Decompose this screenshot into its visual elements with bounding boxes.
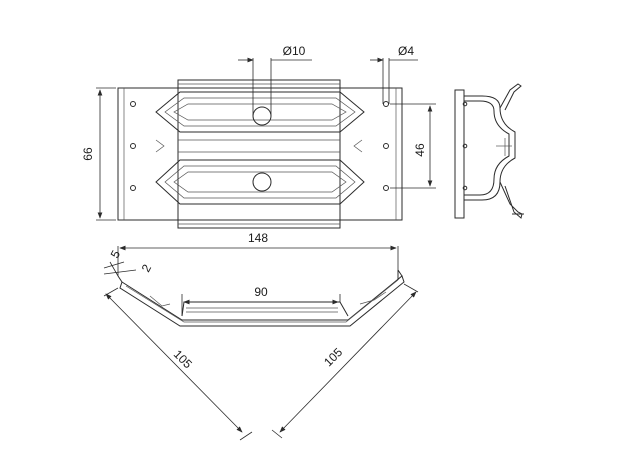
dim-hole-small: Ø4 xyxy=(398,44,414,58)
dim-flange: 5 xyxy=(108,248,124,261)
dim-hole-large: Ø10 xyxy=(283,44,306,58)
side-profile xyxy=(464,95,516,201)
small-hole xyxy=(383,143,389,149)
small-hole xyxy=(130,185,136,191)
dim-line-105-left xyxy=(105,293,243,433)
upper-rib xyxy=(155,91,365,133)
small-hole xyxy=(383,185,389,191)
small-hole xyxy=(130,101,136,107)
side-view xyxy=(454,83,524,219)
plate-outline xyxy=(117,87,403,221)
v-profile-outer xyxy=(119,275,405,327)
large-hole-upper xyxy=(252,106,272,126)
central-panel xyxy=(177,79,341,229)
small-hole xyxy=(130,143,136,149)
dim-overall-width: 148 xyxy=(248,231,268,245)
dim-height-total: 66 xyxy=(81,147,95,161)
side-flange xyxy=(454,89,465,219)
dim-line-105-right xyxy=(279,291,417,433)
front-view: 66 46 Ø10 Ø4 xyxy=(81,44,436,229)
trough xyxy=(181,301,349,317)
large-hole-lower xyxy=(252,172,272,192)
dim-base-width: 90 xyxy=(254,285,268,299)
top-view: 148 90 5 2 105 105 xyxy=(103,231,419,441)
dim-leg-right: 105 xyxy=(321,345,345,369)
lower-rib xyxy=(155,159,365,205)
dim-thickness: 2 xyxy=(139,262,155,275)
dim-leg-left: 105 xyxy=(171,347,195,371)
small-hole xyxy=(383,101,389,107)
dim-hole-spacing: 46 xyxy=(413,143,427,157)
